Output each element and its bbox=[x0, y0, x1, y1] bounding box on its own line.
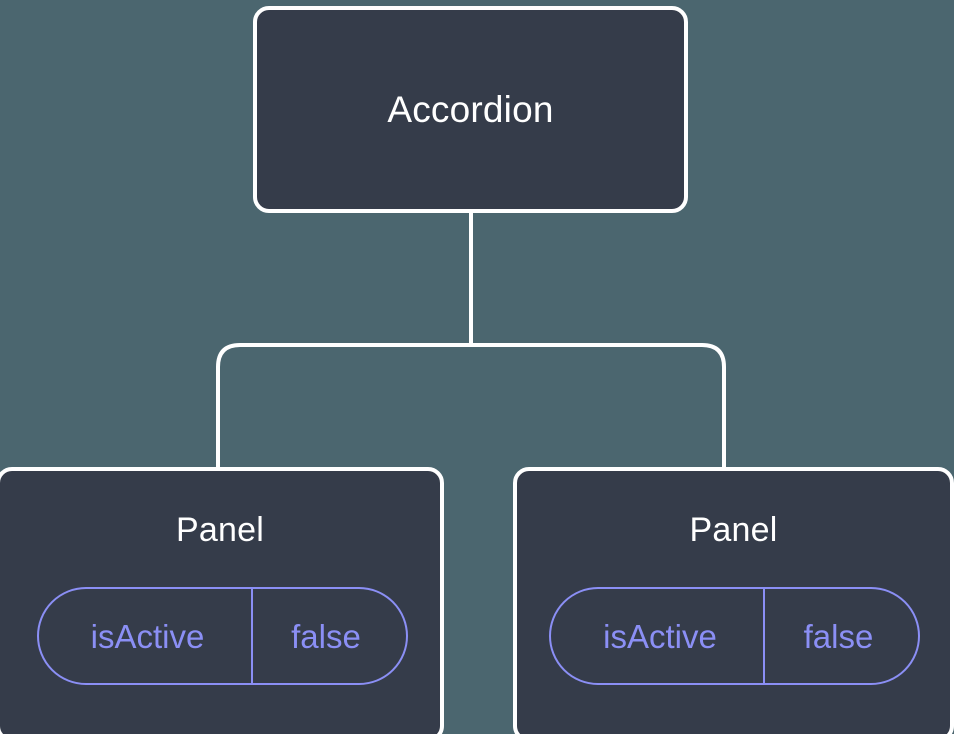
node-title: Panel bbox=[689, 511, 778, 549]
prop-key: isActive bbox=[551, 589, 765, 683]
tree-node-accordion[interactable]: Accordion bbox=[253, 6, 688, 213]
node-title: Accordion bbox=[387, 89, 554, 130]
node-props: isActive false bbox=[0, 587, 440, 685]
prop-value: false bbox=[291, 617, 361, 655]
tree-node-panel-2[interactable]: Panel isActive false bbox=[513, 467, 954, 734]
prop-badge-isactive[interactable]: isActive false bbox=[549, 587, 920, 685]
edge-branch-right bbox=[471, 343, 726, 470]
prop-key: isActive bbox=[39, 589, 253, 683]
prop-badge-isactive[interactable]: isActive false bbox=[36, 587, 408, 685]
node-props: isActive false bbox=[517, 587, 950, 685]
node-title: Panel bbox=[176, 511, 264, 549]
edge-branch-left bbox=[216, 343, 471, 470]
tree-node-panel-1[interactable]: Panel isActive false bbox=[0, 467, 444, 734]
prop-value: false bbox=[803, 617, 874, 655]
